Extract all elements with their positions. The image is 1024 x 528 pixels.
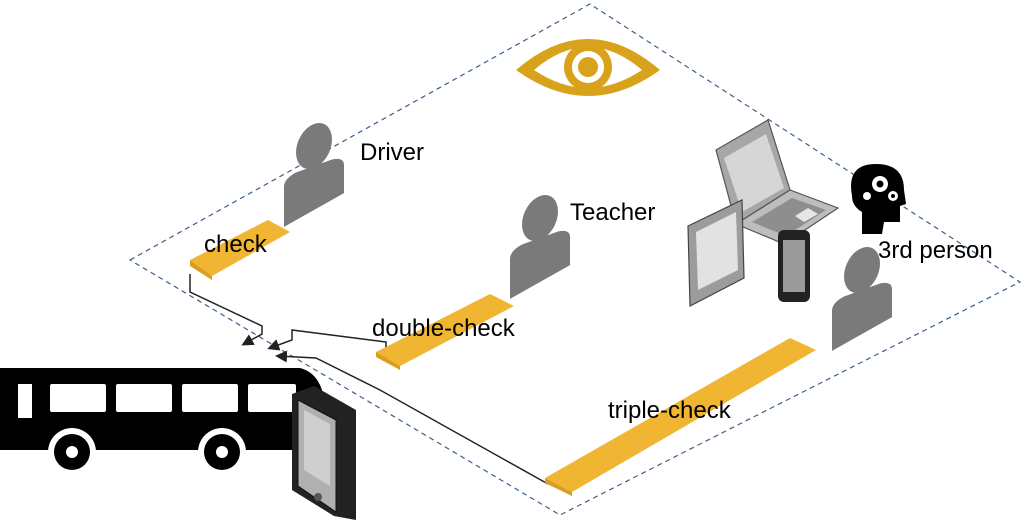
third-person-label: 3rd person <box>878 237 993 264</box>
eye-icon <box>516 39 660 96</box>
bus-icon <box>0 368 322 476</box>
check-connector <box>189 274 263 346</box>
tablet-icon <box>687 199 745 307</box>
bus-phone-icon <box>292 386 356 520</box>
triple-check-connector <box>275 350 549 485</box>
driver-label: Driver <box>360 139 424 166</box>
scope-boundary <box>128 3 1022 516</box>
check-label: check <box>204 231 268 258</box>
check-bar <box>190 220 290 280</box>
teacher-label: Teacher <box>570 199 655 226</box>
laptop-icon <box>715 119 840 245</box>
triple-check-bar <box>545 338 816 496</box>
phone-icon <box>778 230 810 302</box>
double-check-connector <box>267 329 387 360</box>
teacher-person-icon <box>510 185 570 299</box>
double-check-bar <box>376 294 514 370</box>
double-check-label: double-check <box>372 315 516 342</box>
driver-person-icon <box>284 113 344 227</box>
triple-check-label: triple-check <box>608 397 732 424</box>
head-gears-icon <box>851 164 906 234</box>
